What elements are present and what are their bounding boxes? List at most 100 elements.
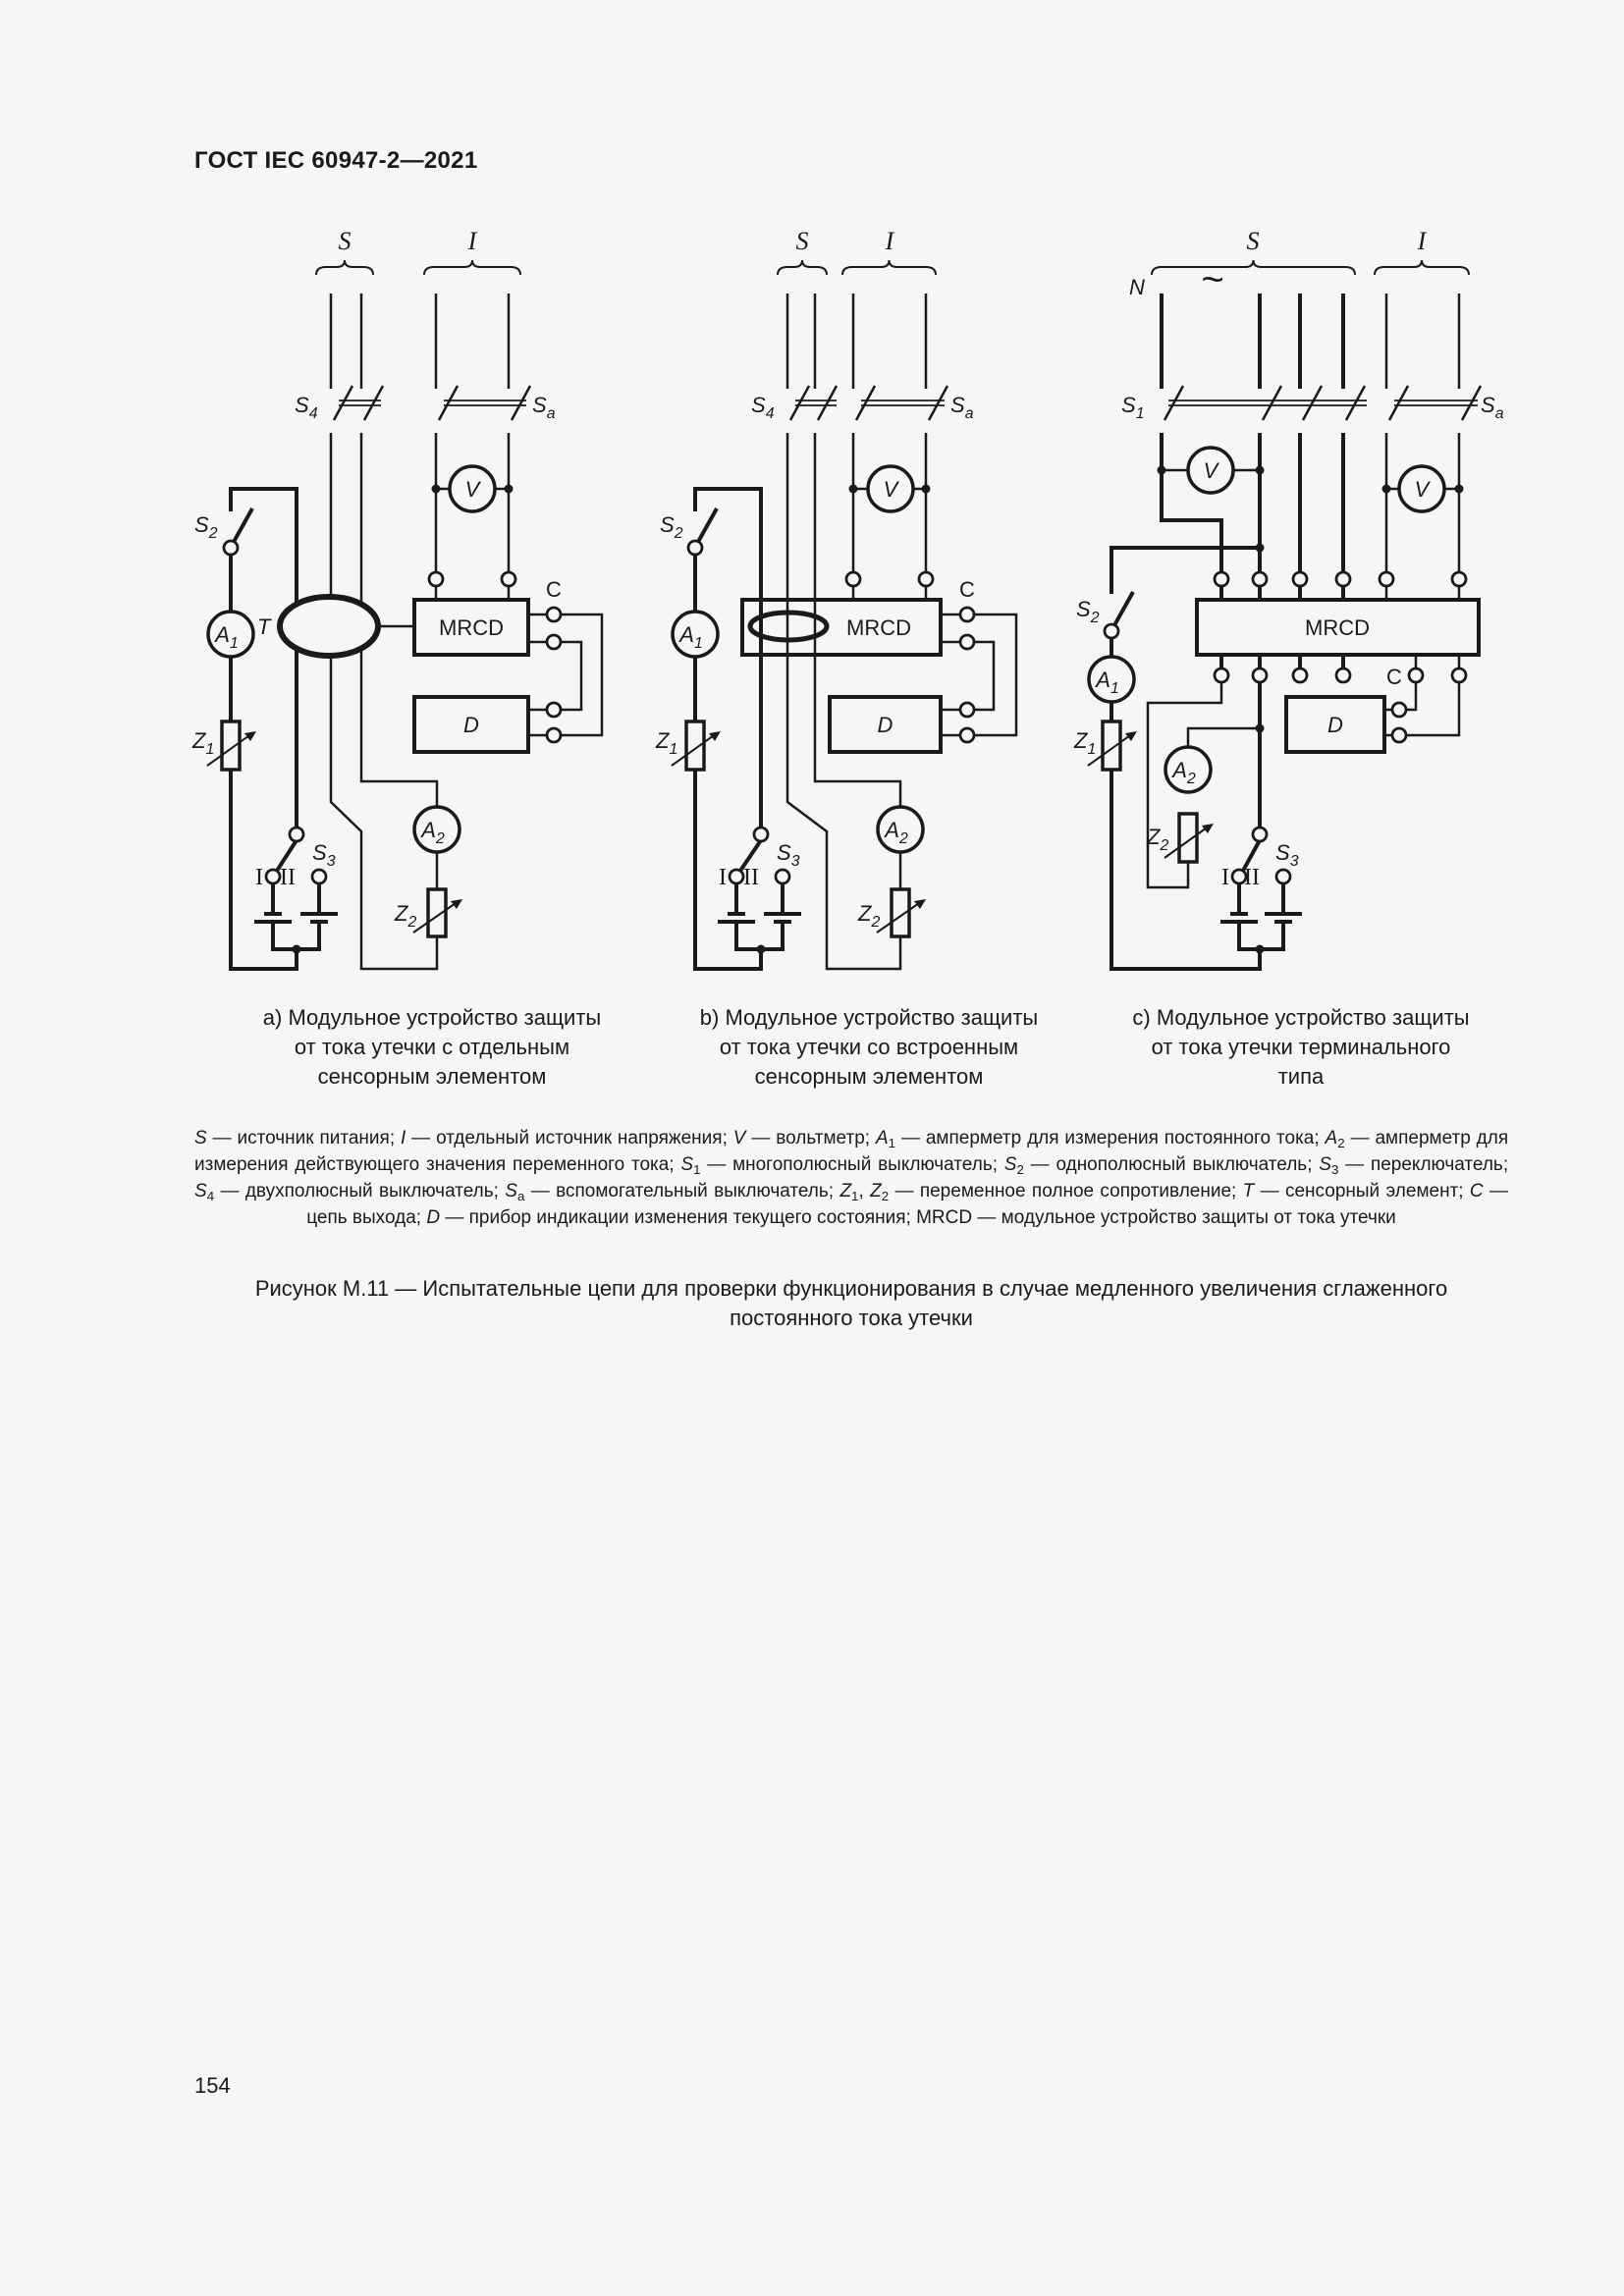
legend-item: V — вольтметр; [732,1128,876,1148]
wire [232,507,254,543]
junction-dot [1157,465,1166,475]
label-symbol: S [777,840,791,865]
z2-label: Z2 [1146,825,1168,854]
terminal [1378,570,1395,588]
legend-item: A1 — амперметр для измерения постоянного… [875,1128,1326,1150]
wire [816,385,839,421]
terminal [1450,570,1468,588]
label-symbol: S [1121,393,1136,417]
position-i-label: I [719,865,727,890]
junction-dot [504,484,514,494]
wire [1344,385,1367,421]
legend-dash: — [1345,1154,1365,1175]
label-symbol: S [1247,227,1260,255]
caption-line: c) Модульное устройство защиты [1132,1005,1470,1030]
label-subscript: 4 [309,405,318,422]
source-s-label: S [1247,227,1260,255]
label-subscript: 3 [1290,853,1299,870]
label-symbol: I [719,865,727,890]
legend-symbol: S [194,1181,207,1201]
label-subscript: a [965,405,974,422]
label-symbol: T [257,614,272,639]
label-symbol: C [959,577,975,602]
arrow-head [451,899,462,909]
figure-legend: S — источник питания; I — отдельный исто… [194,1125,1508,1231]
terminal [545,701,563,719]
caption-line: сенсорным элементом [317,1064,547,1089]
caption-a: a) Модульное устройство защиты от тока у… [221,1003,643,1092]
ammeter-a1-icon [1087,655,1136,704]
label-symbol: A [677,622,694,647]
position-i-label: I [255,865,263,890]
label-subscript: 4 [766,405,775,422]
label-subscript: 2 [1186,771,1196,787]
legend-dash: — [445,1207,464,1228]
terminal [427,570,445,588]
label-subscript: a [547,405,556,422]
terminal [1291,570,1309,588]
ammeter-a2-icon [412,805,461,854]
label-symbol: A [213,622,230,647]
terminal [545,606,563,623]
terminal [1390,701,1408,719]
meter-label: V [465,477,482,502]
mrcd-box-label: MRCD [846,615,911,640]
label-symbol: A [883,818,899,842]
label-symbol: S [1481,393,1495,417]
terminal [222,539,240,557]
variable-resistor-icon [220,720,242,772]
label-subscript: 2 [406,914,416,931]
ammeter-a2-icon [876,805,925,854]
legend-item: Sa — вспомогательный выключатель; [505,1181,840,1203]
sensor-element-t-icon [277,594,381,659]
label-symbol: C [546,577,562,602]
wire [510,385,532,421]
junction-dot [292,944,301,954]
arrow-head [1202,824,1214,833]
legend-item: S2 — однополюсный выключатель; [1003,1154,1320,1177]
legend-item: T — сенсорный элемент; [1242,1181,1470,1201]
caption-line: от тока утечки терминального [1151,1035,1451,1059]
terminal [545,633,563,651]
label-subscript: 2 [1090,610,1100,626]
terminal [1390,726,1408,744]
figure-caption: Рисунок М.11 — Испытательные цепи для пр… [254,1276,1448,1330]
label-subscript: 3 [791,853,800,870]
label-symbol: S [660,512,675,537]
legend-dash: — [977,1207,997,1228]
ammeter-a2-icon [1164,745,1213,794]
label-subscript: a [1495,405,1504,422]
c-label: C [1386,665,1402,689]
variable-arrow [412,900,460,934]
label-symbol: Z [191,728,207,753]
label-symbol: S [1076,597,1091,621]
terminal [774,868,791,885]
label-subscript: 1 [1136,405,1145,422]
s4-label: S4 [751,393,775,422]
label-symbol: S [339,227,352,255]
legend-dash: — [530,1181,550,1201]
terminal [1230,868,1248,885]
terminal [728,868,745,885]
wire [329,648,439,971]
label-symbol: II [1244,865,1260,890]
legend-description: цепь выхода [306,1207,416,1228]
junction-dot [1255,543,1265,553]
wire [561,640,583,712]
label-subscript: 1 [230,635,239,652]
wire [359,648,439,807]
legend-dash: — [411,1128,431,1148]
voltmeter-icon [1186,446,1235,495]
wire [1460,385,1483,421]
label-subscript: 3 [327,853,336,870]
junction-dot [921,484,931,494]
legend-description: двухполюсный выключатель [244,1181,494,1201]
variable-resistor-icon [1101,720,1122,772]
meter-label: A1 [213,622,239,652]
z1-label: Z1 [1073,728,1096,758]
wire [1241,839,1262,872]
legend-item: S4 — двухполюсный выключатель; [194,1181,506,1203]
label-symbol: I [885,227,895,255]
